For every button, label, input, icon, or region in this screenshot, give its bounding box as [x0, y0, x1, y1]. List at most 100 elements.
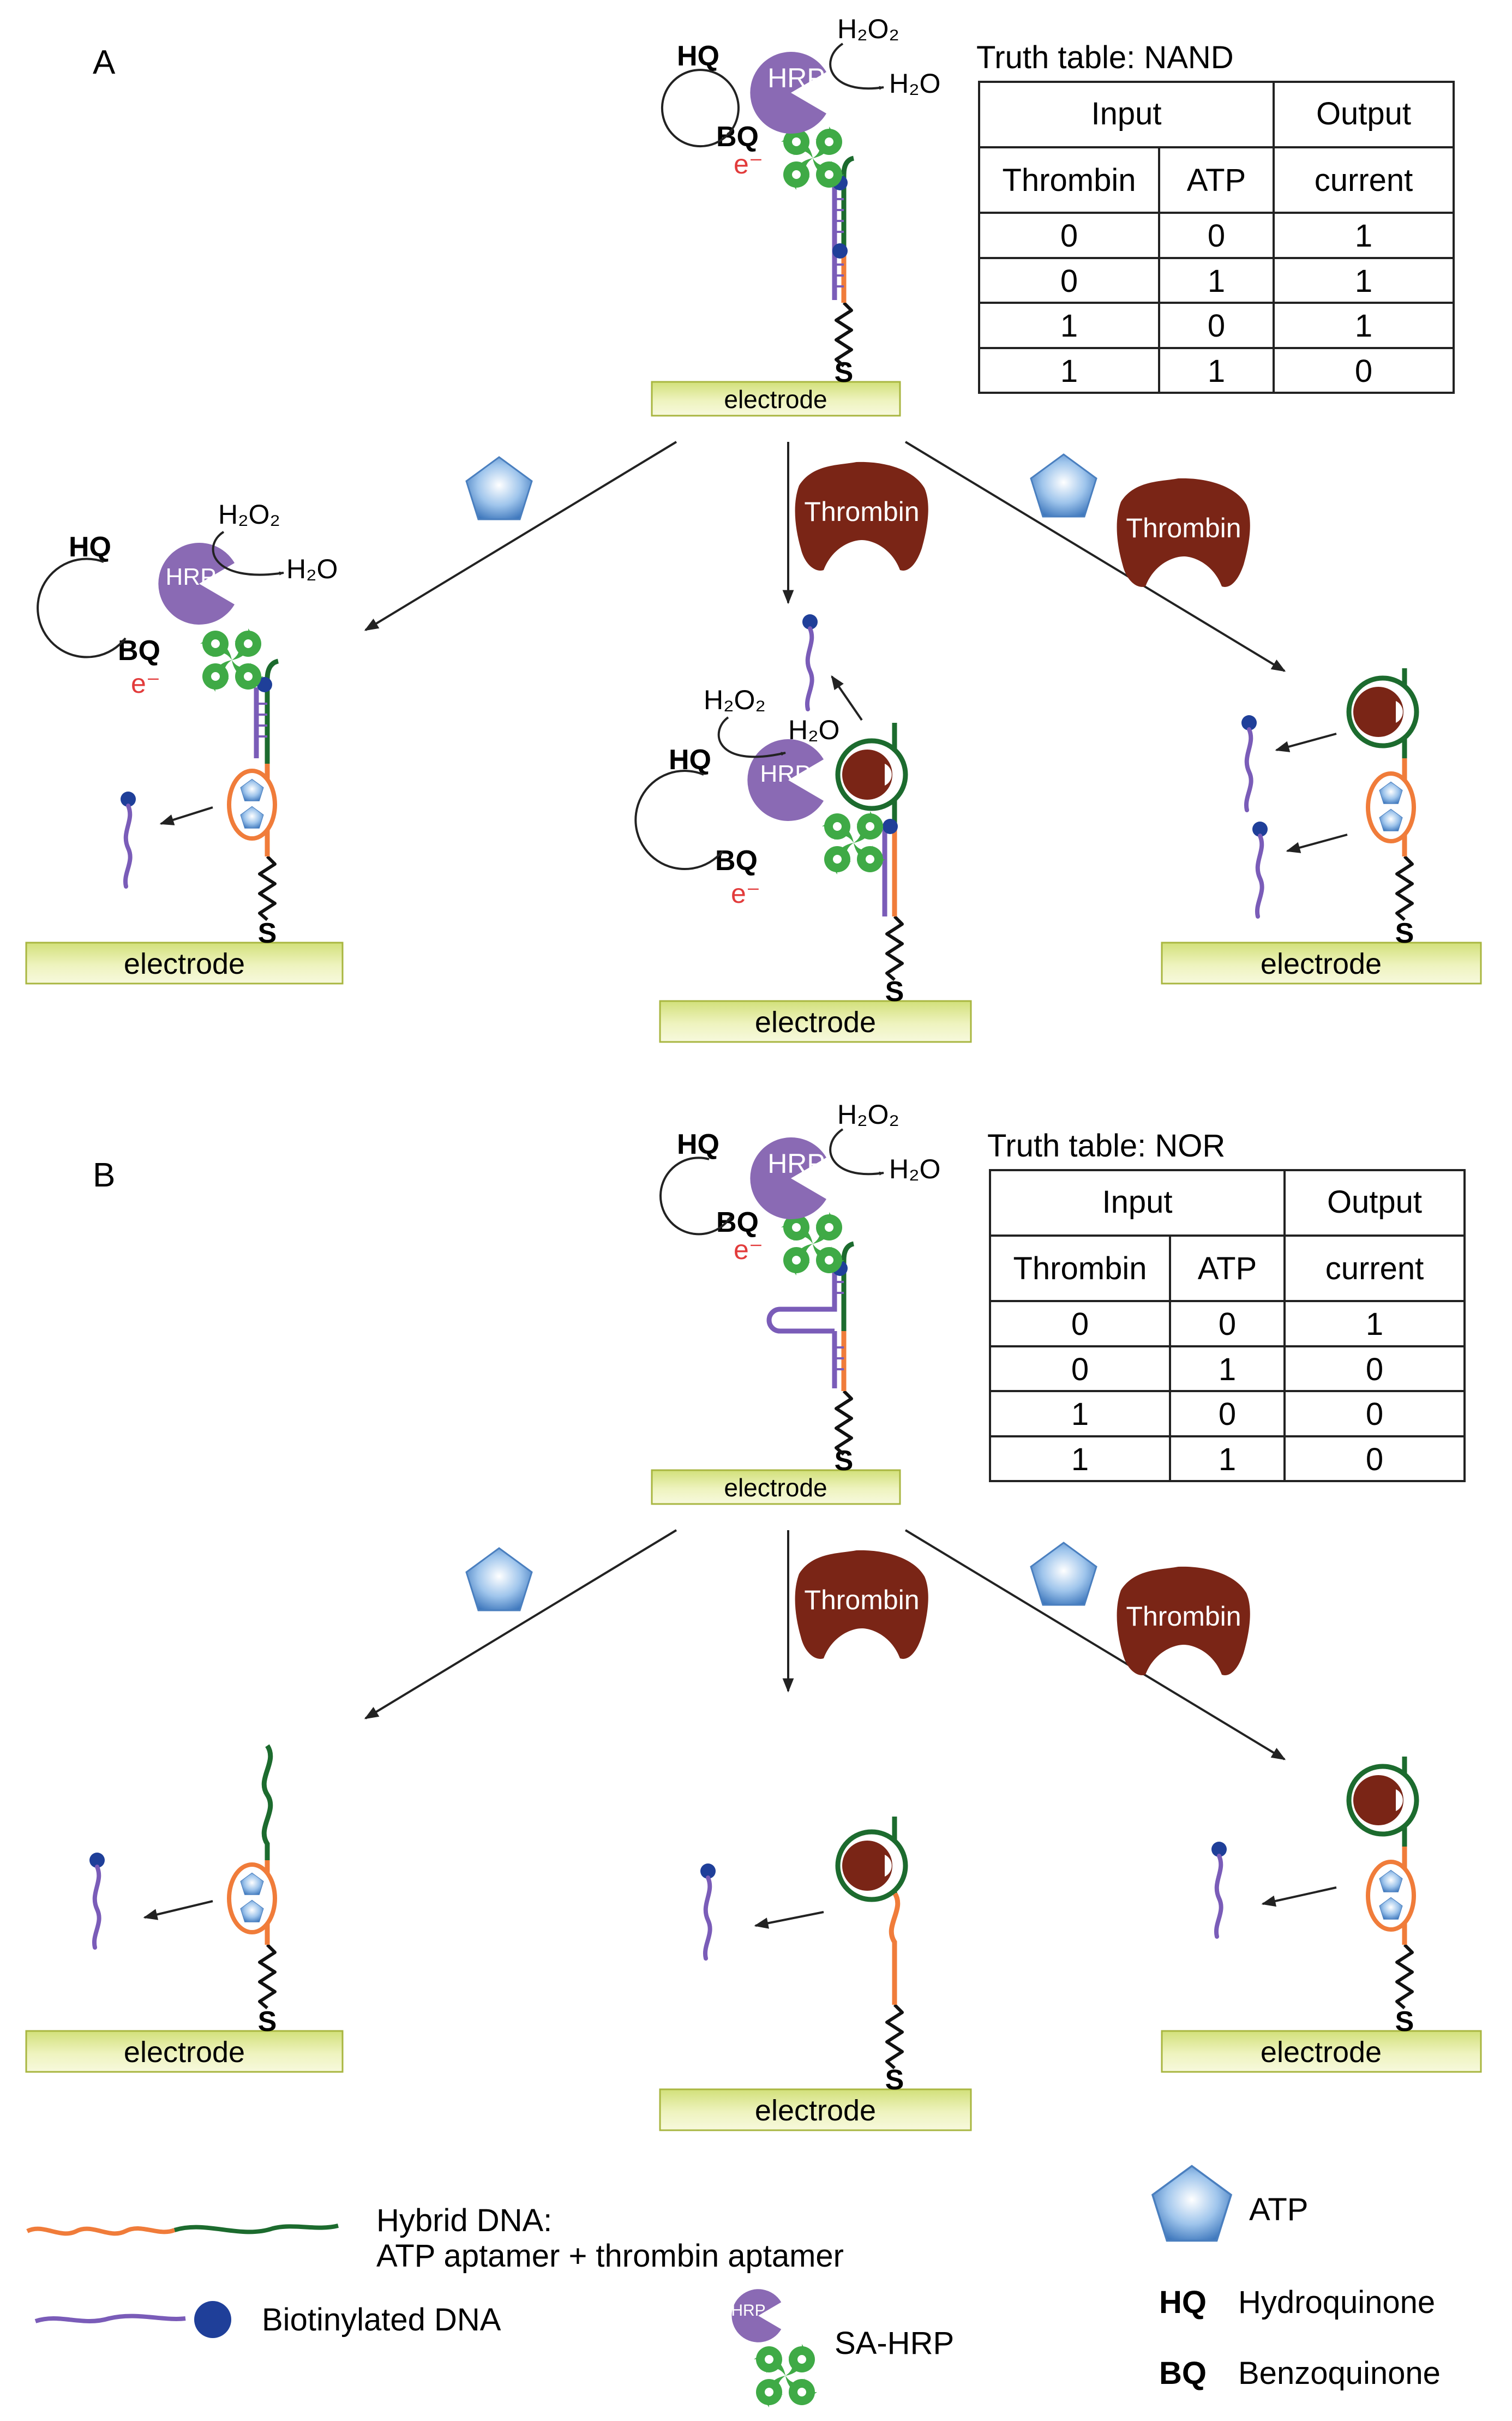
panel-a: A electrode S HRP HQ BQ e⁻: [25, 14, 1482, 1043]
legend-atp-icon: [1151, 2165, 1232, 2242]
biotin: [832, 243, 848, 259]
header-atp: ATP: [1198, 1251, 1257, 1286]
legend-hybrid-line2: ATP aptamer + thrombin aptamer: [376, 2238, 844, 2274]
legend-hq-name: Hydroquinone: [1238, 2285, 1435, 2320]
hrp-label: HRP: [166, 564, 217, 590]
legend-biotin-dna-icon: [34, 2314, 186, 2323]
cell: 1: [1366, 1307, 1383, 1342]
sulfur-label: S: [885, 976, 904, 1008]
electron-label: e⁻: [734, 1235, 763, 1265]
bq-label: BQ: [715, 845, 758, 877]
hq-label: HQ: [677, 1129, 719, 1160]
hrp-label: HRP: [760, 760, 811, 787]
cell: 0: [1071, 1352, 1089, 1387]
truth-table-title: Truth table: NAND: [976, 40, 1234, 75]
truth-table-nor: Truth table: NOR Input Output Thrombin A…: [987, 1128, 1466, 1482]
state-atp-only: electrode S HRP HQ BQ e⁻ H₂O₂ H₂O: [25, 499, 344, 985]
state-thrombin-and-atp: electrode S: [1161, 668, 1482, 985]
electrode: [1161, 2030, 1482, 2073]
cell: 0: [1366, 1442, 1383, 1477]
electrode-label: electrode: [1261, 948, 1382, 980]
state-thrombin-only-b: electrode S: [659, 1817, 972, 2131]
group-output: Output: [1327, 1184, 1422, 1220]
atp-icon: [1030, 1542, 1097, 1606]
bq-label: BQ: [716, 121, 759, 153]
header-atp: ATP: [1187, 163, 1246, 198]
electrode: [651, 381, 901, 417]
cell: 0: [1219, 1397, 1236, 1432]
header-current: current: [1315, 163, 1413, 198]
electron-label: e⁻: [731, 878, 760, 909]
group-input: Input: [1102, 1184, 1173, 1220]
hrp-label: HRP: [767, 63, 825, 93]
truth-table-title: Truth table: NOR: [987, 1128, 1225, 1164]
thrombin-label: Thrombin: [1126, 1601, 1241, 1632]
arrow: [364, 1529, 677, 1719]
atp-icon: [1030, 453, 1097, 518]
cell: 0: [1071, 1307, 1089, 1342]
cell: 1: [1355, 263, 1372, 299]
hrp-label: HRP: [767, 1148, 825, 1179]
electrode-label: electrode: [124, 948, 245, 980]
cell: 1: [1208, 263, 1225, 299]
cell: 1: [1208, 353, 1225, 389]
electrode-label: electrode: [724, 1473, 827, 1502]
legend-hybrid-dna-icon: [26, 2226, 176, 2236]
cell: 0: [1219, 1307, 1236, 1342]
arrow: [904, 1529, 1286, 1760]
electrode: [651, 1469, 901, 1505]
sulfur-label: S: [1395, 918, 1414, 949]
h2o2-label: H₂O₂: [837, 1099, 899, 1130]
cell: 1: [1071, 1397, 1089, 1432]
thrombin-label: Thrombin: [1126, 513, 1241, 543]
atp-icon: [465, 1547, 533, 1611]
sulfur-label: S: [1395, 2006, 1414, 2038]
legend-bq-name: Benzoquinone: [1238, 2356, 1441, 2391]
electrode-label: electrode: [1261, 2036, 1382, 2069]
thrombin-label: Thrombin: [804, 496, 919, 527]
hrp-label: HRP: [731, 2302, 765, 2320]
thrombin-label: Thrombin: [804, 1585, 919, 1615]
arrow: [904, 441, 1286, 672]
electrode: [659, 2088, 972, 2131]
electrode-label: electrode: [755, 1006, 876, 1039]
electron-label: e⁻: [131, 668, 160, 699]
electrode-label: electrode: [724, 385, 827, 414]
state-thrombin-and-atp-b: electrode S: [1161, 1757, 1482, 2073]
sulfur-label: S: [885, 2064, 904, 2096]
group-output: Output: [1316, 96, 1411, 131]
cell: 1: [1219, 1352, 1236, 1387]
panel-b: B electrode S HRP HQ BQ e⁻ H₂O₂ H₂O: [25, 1099, 1482, 2131]
cell: 1: [1060, 308, 1078, 344]
cell: 1: [1219, 1442, 1236, 1477]
state-thrombin-only: electrode S HRP HQ BQ e⁻ H₂O₂ H₂O: [634, 614, 972, 1043]
cell: 0: [1060, 218, 1078, 254]
h2o2-label: H₂O₂: [837, 14, 899, 44]
sulfur-label: S: [258, 2006, 277, 2038]
electrode: [25, 942, 344, 985]
cell: 0: [1208, 308, 1225, 344]
hybrid-dna-green: [841, 155, 855, 248]
panel-b-initial-state: electrode S HRP HQ BQ e⁻ H₂O₂ H₂O: [651, 1099, 940, 1505]
electron-label: e⁻: [734, 149, 763, 179]
cell: 0: [1060, 263, 1078, 299]
hq-label: HQ: [69, 531, 111, 563]
group-input: Input: [1091, 96, 1162, 131]
header-thrombin: Thrombin: [1003, 163, 1136, 198]
legend-hybrid-line1: Hybrid DNA:: [376, 2203, 552, 2238]
legend-bq-abbr: BQ: [1159, 2356, 1207, 2391]
legend-biotin: Biotinylated DNA: [262, 2302, 501, 2338]
legend-hq-abbr: HQ: [1159, 2285, 1207, 2320]
legend-atp: ATP: [1249, 2192, 1309, 2227]
cell: 1: [1355, 308, 1372, 344]
h2o-label: H₂O: [889, 1154, 940, 1184]
hq-label: HQ: [677, 40, 719, 72]
legend: Hybrid DNA: ATP aptamer + thrombin aptam…: [26, 2165, 1441, 2407]
cell: 0: [1366, 1352, 1383, 1387]
h2o-label: H₂O: [788, 715, 839, 745]
sulfur-label: S: [258, 918, 277, 949]
electrode: [659, 1000, 972, 1043]
panel-a-initial-state: electrode S HRP HQ BQ e⁻ H₂O₂ H₂O: [651, 14, 940, 417]
arrow: [364, 441, 677, 631]
h2o2-label: H₂O₂: [218, 499, 280, 530]
